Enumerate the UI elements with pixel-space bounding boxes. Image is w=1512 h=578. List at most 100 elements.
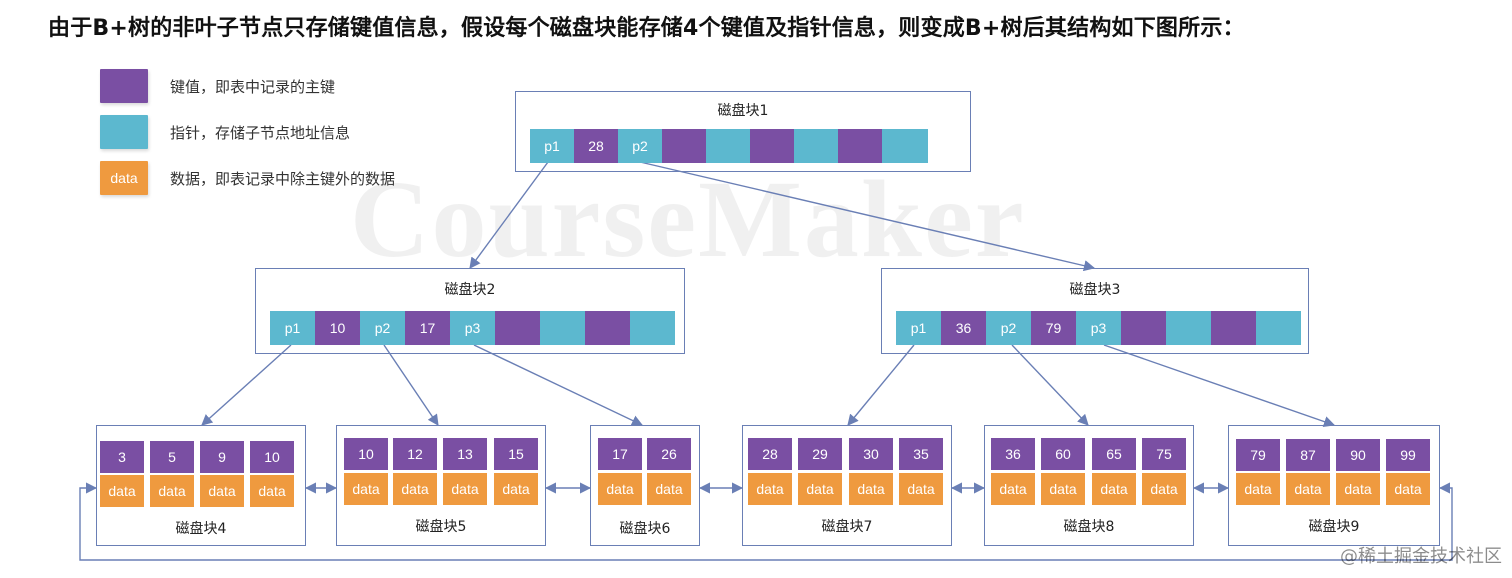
b1-cell-3 [662, 129, 706, 163]
b4-data-1: data [150, 475, 194, 507]
b1-cell-8 [882, 129, 928, 163]
b3-cell-6 [1166, 311, 1211, 345]
b2-cell-5 [495, 311, 540, 345]
b2-cell-4: p3 [450, 311, 495, 345]
b1-cell-0: p1 [530, 129, 574, 163]
b3-cell-5 [1121, 311, 1166, 345]
legend-label-data: 数据，即表记录中除主键外的数据 [170, 169, 396, 188]
b7-key-0: 28 [748, 438, 792, 470]
page-title: 由于B+树的非叶子节点只存储键值信息，假设每个磁盘块能存储4个键值及指针信息，则… [48, 16, 1245, 41]
disk-block-4-label: 磁盘块4 [175, 521, 227, 537]
b3-cell-8 [1256, 311, 1301, 345]
disk-block-4: 3 5 9 10 data data data data 磁盘块4 [96, 425, 306, 546]
b9-data-2: data [1336, 473, 1380, 505]
b4-data-2: data [200, 475, 244, 507]
b8-key-2: 65 [1092, 438, 1136, 470]
b8-key-1: 60 [1041, 438, 1085, 470]
b5-data-3: data [494, 473, 538, 505]
b7-data-0: data [748, 473, 792, 505]
b7-data-1: data [798, 473, 842, 505]
b6-data-1: data [647, 473, 691, 505]
b4-data-0: data [100, 475, 144, 507]
b3-cell-3: 79 [1031, 311, 1076, 345]
b9-key-1: 87 [1286, 439, 1330, 471]
b5-data-2: data [443, 473, 487, 505]
b2-cell-2: p2 [360, 311, 405, 345]
disk-block-2: 磁盘块2 p1 10 p2 17 p3 [255, 268, 685, 354]
b2-cell-6 [540, 311, 585, 345]
b5-data-1: data [393, 473, 437, 505]
leaf-wrap-link [79, 482, 1453, 561]
disk-block-2-label: 磁盘块2 [444, 282, 496, 298]
b1-cell-1: 28 [574, 129, 618, 163]
edge-b3-b7 [847, 344, 915, 426]
disk-block-7: 28 29 30 35 data data data data 磁盘块7 [742, 425, 952, 546]
edge-b1-b2 [469, 161, 549, 269]
b5-key-0: 10 [344, 438, 388, 470]
legend-row-pointer: 指针，存储子节点地址信息 [100, 114, 350, 150]
b7-data-3: data [899, 473, 943, 505]
disk-block-1: 磁盘块1 p1 28 p2 [515, 91, 971, 172]
legend-row-data: data 数据，即表记录中除主键外的数据 [100, 160, 395, 196]
disk-block-6-label: 磁盘块6 [619, 521, 671, 537]
b9-key-3: 99 [1386, 439, 1430, 471]
b3-cell-2: p2 [986, 311, 1031, 345]
b7-key-1: 29 [798, 438, 842, 470]
b2-cell-3: 17 [405, 311, 450, 345]
b5-key-2: 13 [443, 438, 487, 470]
legend-swatch-key [100, 69, 148, 103]
b9-data-1: data [1286, 473, 1330, 505]
b1-cell-6 [794, 129, 838, 163]
b4-key-3: 10 [250, 441, 294, 473]
legend-label-key: 键值，即表中记录的主键 [170, 77, 336, 96]
disk-block-9: 79 87 90 99 data data data data 磁盘块9 [1228, 425, 1440, 546]
b2-cell-0: p1 [270, 311, 315, 345]
b4-data-3: data [250, 475, 294, 507]
legend-swatch-data: data [100, 161, 148, 195]
b3-cell-7 [1211, 311, 1256, 345]
disk-block-9-label: 磁盘块9 [1308, 519, 1360, 535]
b8-key-0: 36 [991, 438, 1035, 470]
disk-block-3: 磁盘块3 p1 36 p2 79 p3 [881, 268, 1309, 354]
b5-key-3: 15 [494, 438, 538, 470]
b7-key-3: 35 [899, 438, 943, 470]
b1-cell-4 [706, 129, 750, 163]
b4-key-0: 3 [100, 441, 144, 473]
disk-block-5: 10 12 13 15 data data data data 磁盘块5 [336, 425, 546, 546]
disk-block-7-label: 磁盘块7 [821, 519, 873, 535]
b1-cell-2: p2 [618, 129, 662, 163]
b3-cell-0: p1 [896, 311, 941, 345]
disk-block-6: 17 26 data data 磁盘块6 [590, 425, 700, 546]
b9-data-0: data [1236, 473, 1280, 505]
edge-b2-b5 [383, 344, 439, 426]
b2-cell-1: 10 [315, 311, 360, 345]
b5-data-0: data [344, 473, 388, 505]
b4-key-1: 5 [150, 441, 194, 473]
disk-block-1-label: 磁盘块1 [717, 103, 769, 119]
b3-cell-4: p3 [1076, 311, 1121, 345]
b8-data-0: data [991, 473, 1035, 505]
b5-key-1: 12 [393, 438, 437, 470]
b6-key-1: 26 [647, 438, 691, 470]
b6-key-0: 17 [598, 438, 642, 470]
site-watermark: @稀土掘金技术社区 [1340, 546, 1502, 567]
legend-swatch-pointer [100, 115, 148, 149]
b3-cell-1: 36 [941, 311, 986, 345]
disk-block-5-label: 磁盘块5 [415, 519, 467, 535]
disk-block-3-label: 磁盘块3 [1069, 282, 1121, 298]
b2-cell-7 [585, 311, 630, 345]
b1-cell-7 [838, 129, 882, 163]
b4-key-2: 9 [200, 441, 244, 473]
b8-data-2: data [1092, 473, 1136, 505]
b2-cell-8 [630, 311, 675, 345]
edge-b2-b6 [473, 344, 644, 426]
edge-b1-b3 [639, 161, 1096, 272]
b8-data-3: data [1142, 473, 1186, 505]
b6-data-0: data [598, 473, 642, 505]
b9-data-3: data [1386, 473, 1430, 505]
disk-block-8: 36 60 65 75 data data data data 磁盘块8 [984, 425, 1194, 546]
b1-cell-5 [750, 129, 794, 163]
legend-row-key: 键值，即表中记录的主键 [100, 68, 335, 104]
b8-data-1: data [1041, 473, 1085, 505]
